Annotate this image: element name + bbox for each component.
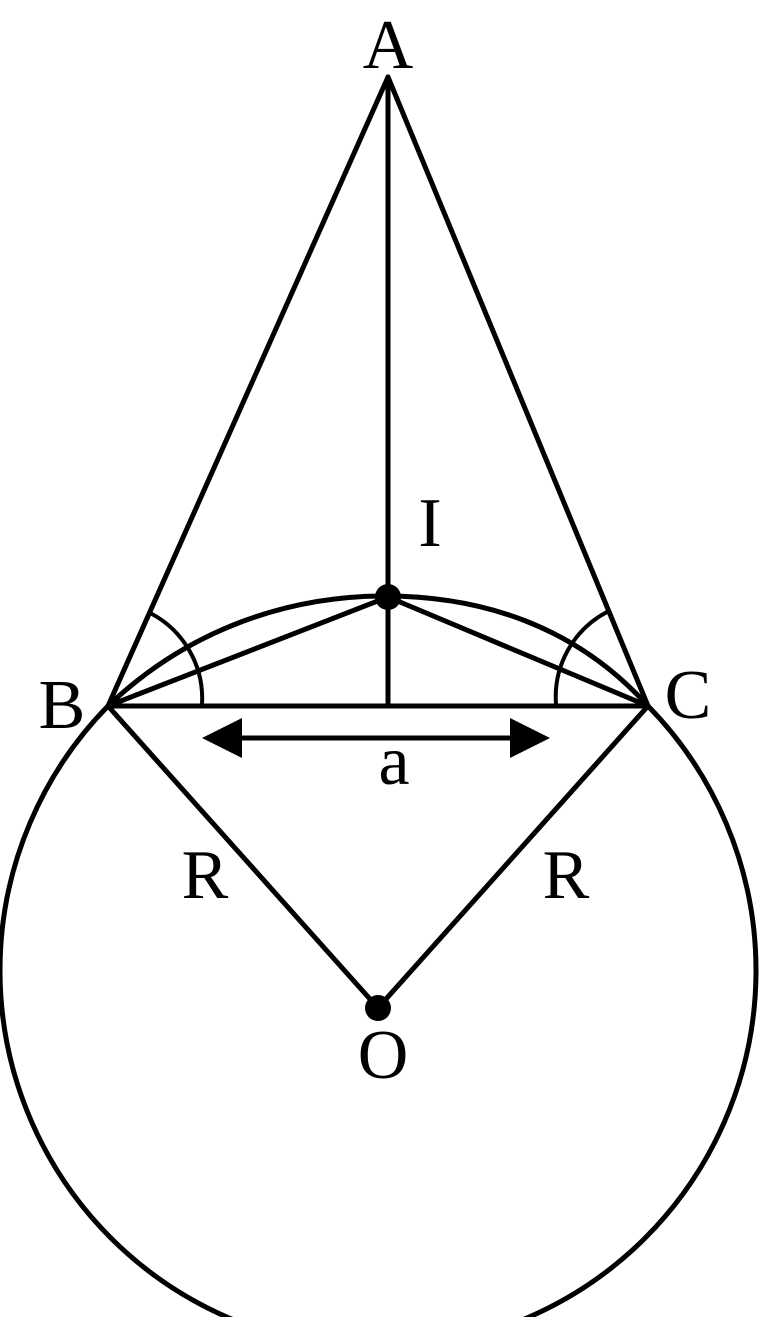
label-radius-left: R (182, 837, 229, 914)
label-circumcenter: O (358, 1017, 409, 1094)
label-c-vertex: C (665, 657, 712, 734)
angle-mark-c (553, 610, 608, 705)
radius-oc (375, 703, 651, 1011)
segment-ci (385, 594, 651, 709)
angle-mark-b (147, 610, 205, 705)
label-radius-right: R (543, 837, 590, 914)
label-side-length: a (378, 723, 409, 800)
radius-ob (105, 703, 381, 1011)
label-a-vertex: A (363, 7, 414, 84)
circumcircle (0, 703, 759, 1317)
incenter-point (375, 584, 401, 610)
side-ac (385, 74, 651, 709)
side-ab (105, 74, 391, 709)
label-b-vertex: B (39, 667, 86, 744)
label-incenter: I (418, 485, 441, 562)
circumcenter-point (365, 995, 391, 1021)
segment-bi (105, 594, 391, 709)
